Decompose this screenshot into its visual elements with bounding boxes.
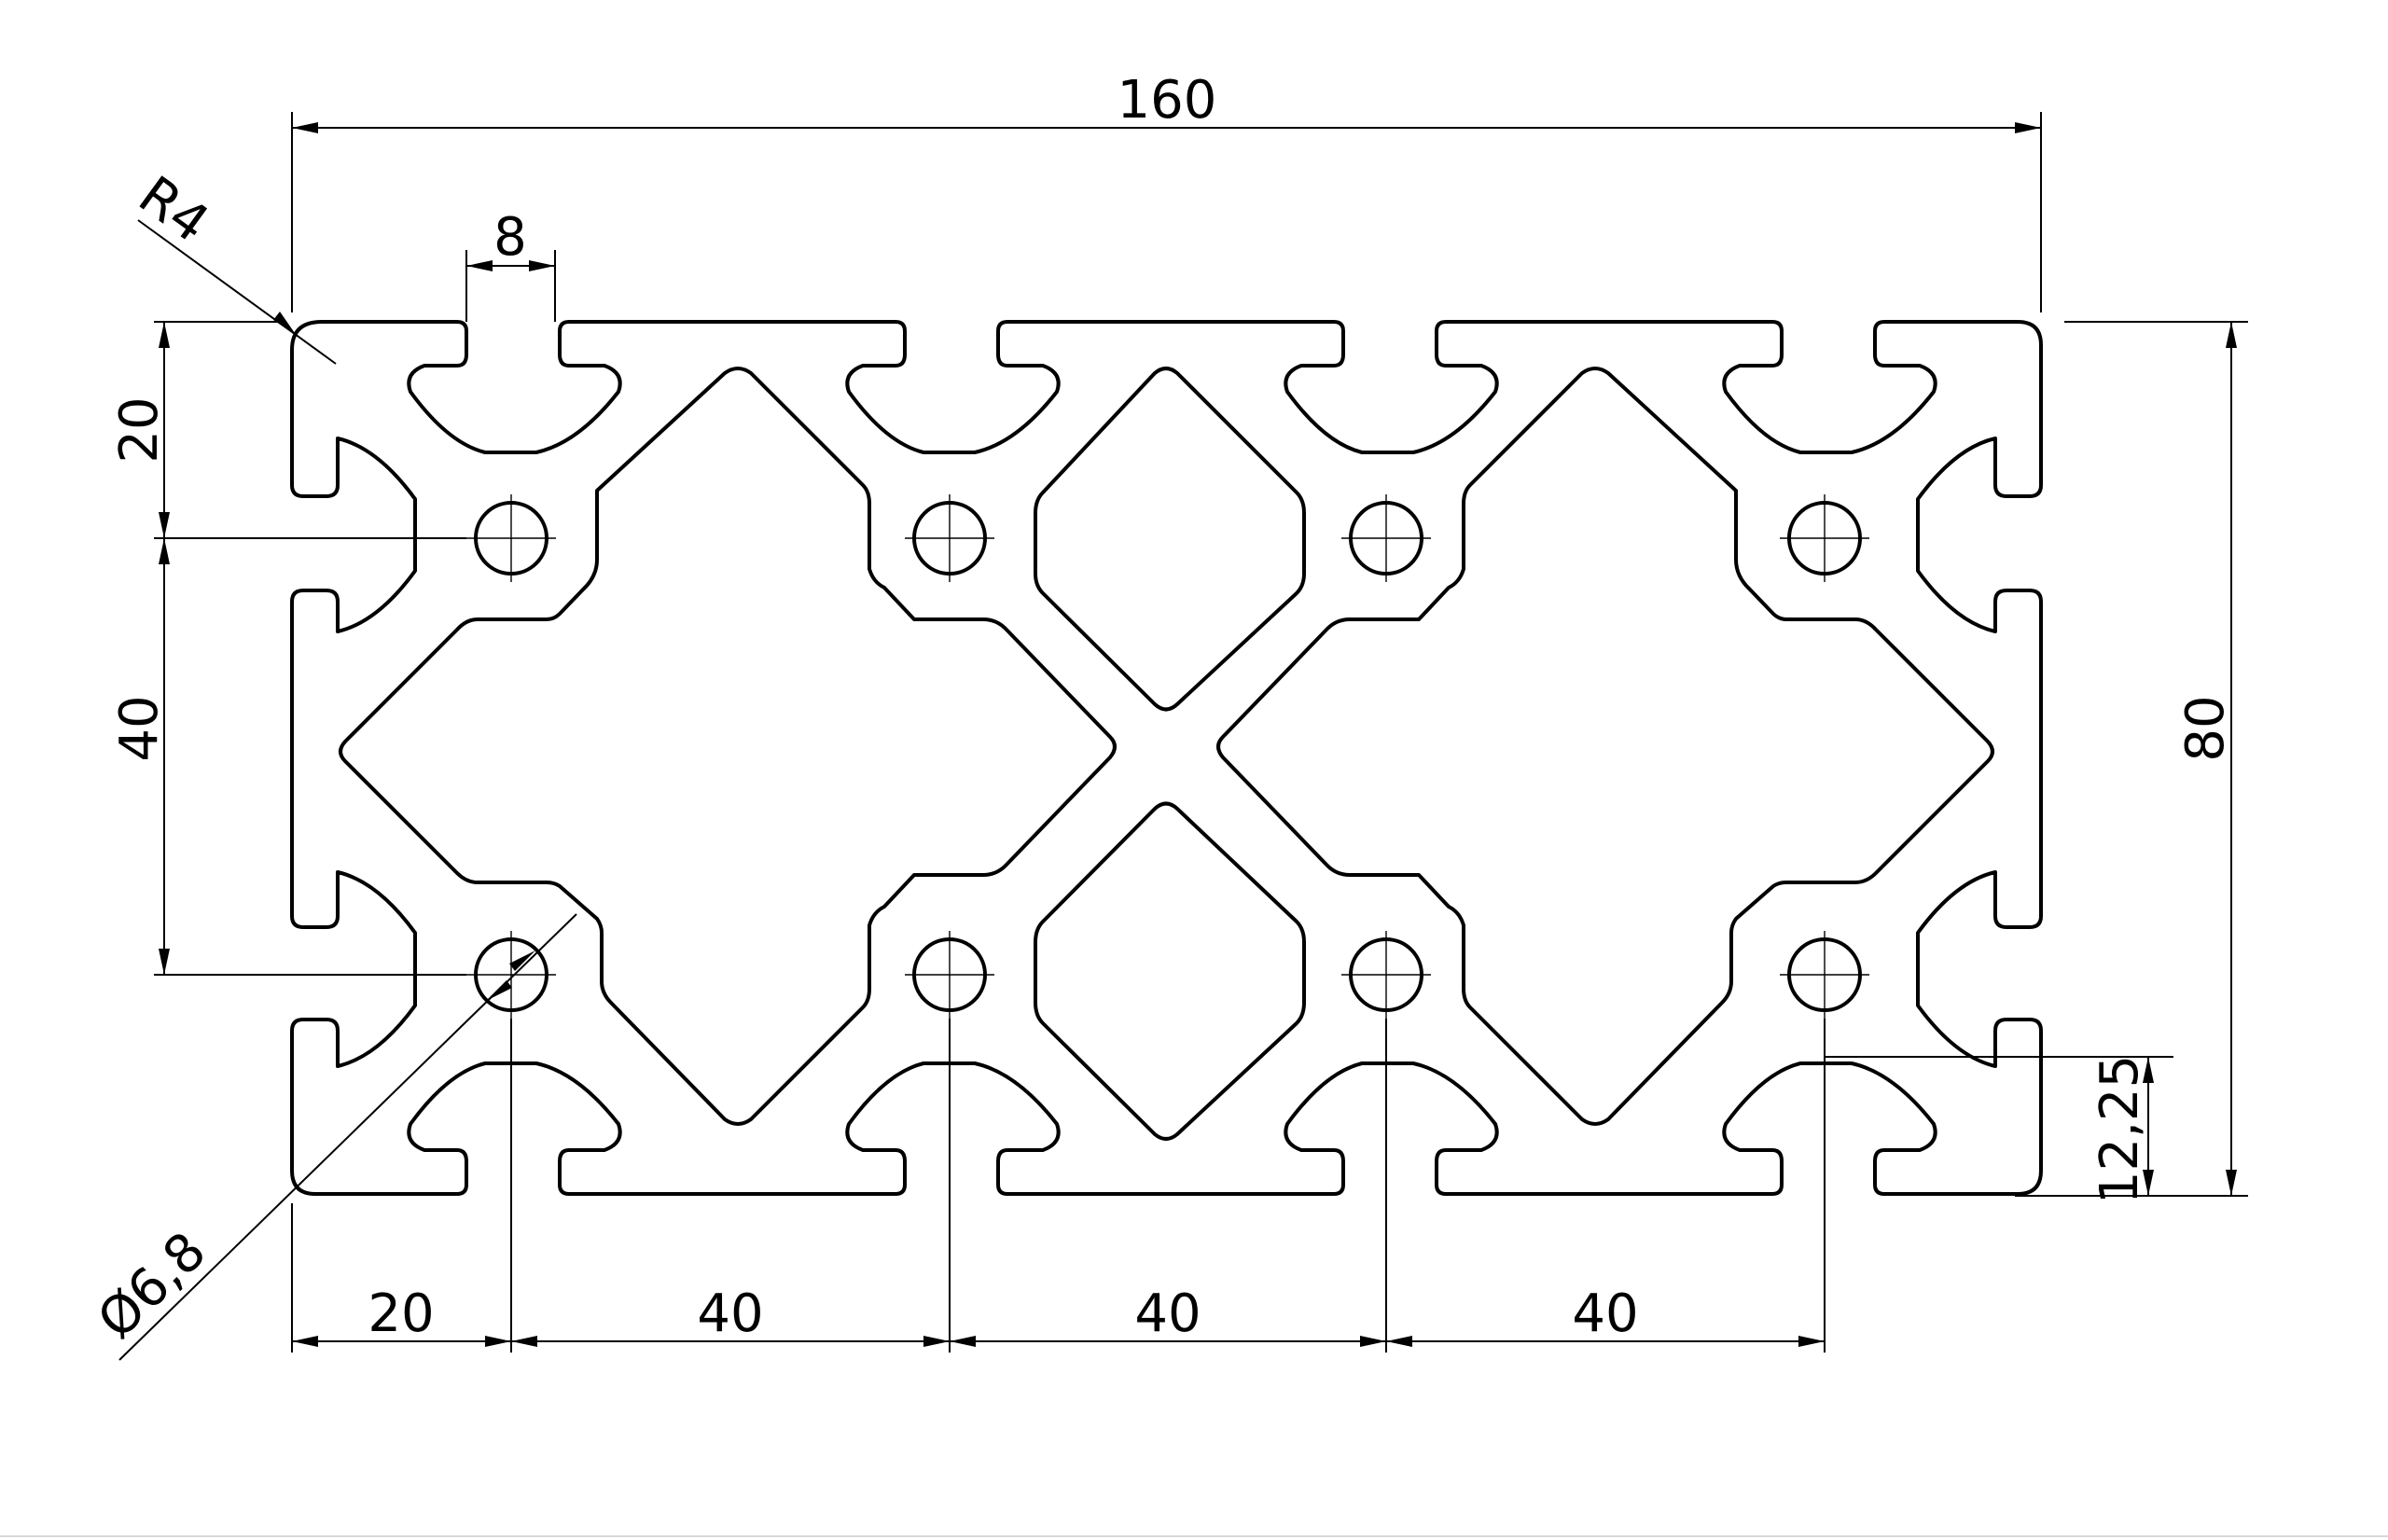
- dim-corner-radius-label: R4: [128, 165, 220, 255]
- cavity-left: [339, 367, 1117, 1126]
- dim-bottom-chain: 20 40 40 40: [291, 1019, 1826, 1353]
- dim-slot-depth: 12,25: [1825, 1055, 2173, 1204]
- center-marks: [466, 494, 1869, 1019]
- dim-overall-height: 80: [2015, 321, 2248, 1197]
- dim-overall-height-label: 80: [2175, 695, 2236, 761]
- cavity-right: [1216, 367, 1994, 1126]
- dim-column-pitch-2-label: 40: [1134, 1283, 1201, 1344]
- profile-outline: [290, 320, 2043, 1196]
- cavity-center-top: [1034, 367, 1306, 712]
- dim-column-pitch-1-label: 40: [697, 1283, 763, 1344]
- dim-slot-depth-label: 12,25: [2090, 1055, 2150, 1204]
- page-divider: [0, 1535, 2388, 1537]
- dim-row-pitch-label: 40: [109, 695, 170, 761]
- dim-top-offset: 20: [109, 321, 466, 539]
- dim-row-pitch: 40: [109, 538, 466, 976]
- dim-overall-width: 160: [291, 70, 2042, 312]
- dim-bore-diameter-label: Ø6,8: [87, 1221, 218, 1351]
- dim-slot-width: 8: [465, 207, 556, 322]
- dim-column-offset-label: 20: [368, 1283, 434, 1344]
- cavity-center-bottom: [1034, 801, 1306, 1141]
- dim-corner-radius: R4: [128, 165, 337, 365]
- dim-column-pitch-3-label: 40: [1572, 1283, 1638, 1344]
- dim-slot-width-label: 8: [493, 207, 527, 268]
- dim-overall-width-label: 160: [1118, 70, 1217, 131]
- dim-bore-diameter: Ø6,8: [87, 913, 577, 1361]
- dim-top-offset-label: 20: [109, 396, 170, 463]
